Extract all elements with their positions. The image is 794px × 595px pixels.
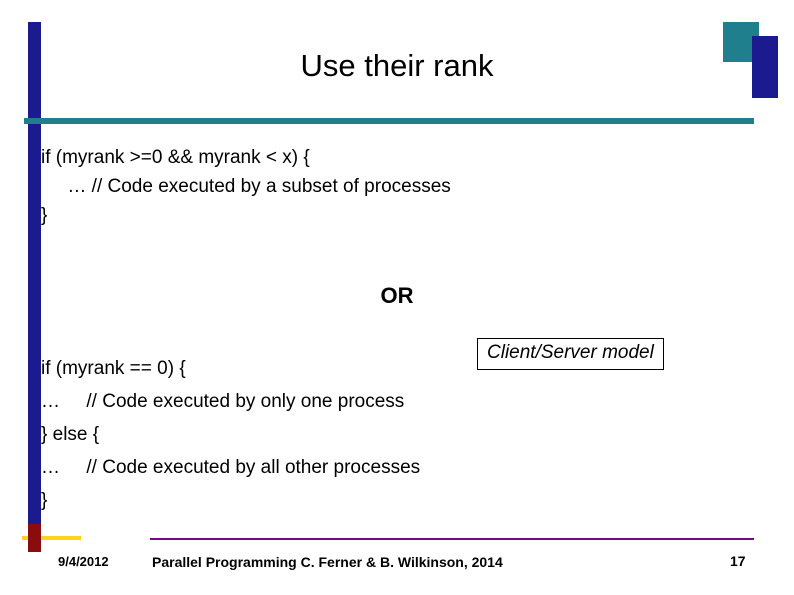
footer-yellow-bar-decoration xyxy=(22,536,81,540)
left-vertical-bar-decoration xyxy=(28,22,41,532)
footer-attribution: Parallel Programming C. Ferner & B. Wilk… xyxy=(152,554,503,570)
code-block-subset-of-processes: if (myrank >=0 && myrank < x) { … // Cod… xyxy=(41,147,451,226)
footer-page-number: 17 xyxy=(730,553,746,569)
code-block-client-server: if (myrank == 0) { … // Code executed by… xyxy=(41,358,421,511)
or-separator-label: OR xyxy=(380,283,414,308)
page-title: Use their rank xyxy=(300,48,494,83)
footer-date: 9/4/2012 xyxy=(58,554,109,569)
footer-purple-rule xyxy=(150,538,754,540)
client-server-model-callout: Client/Server model xyxy=(477,338,664,370)
title-underline-rule xyxy=(24,118,754,124)
navy-square-decoration xyxy=(752,36,778,98)
footer-red-bar-decoration xyxy=(28,524,41,552)
